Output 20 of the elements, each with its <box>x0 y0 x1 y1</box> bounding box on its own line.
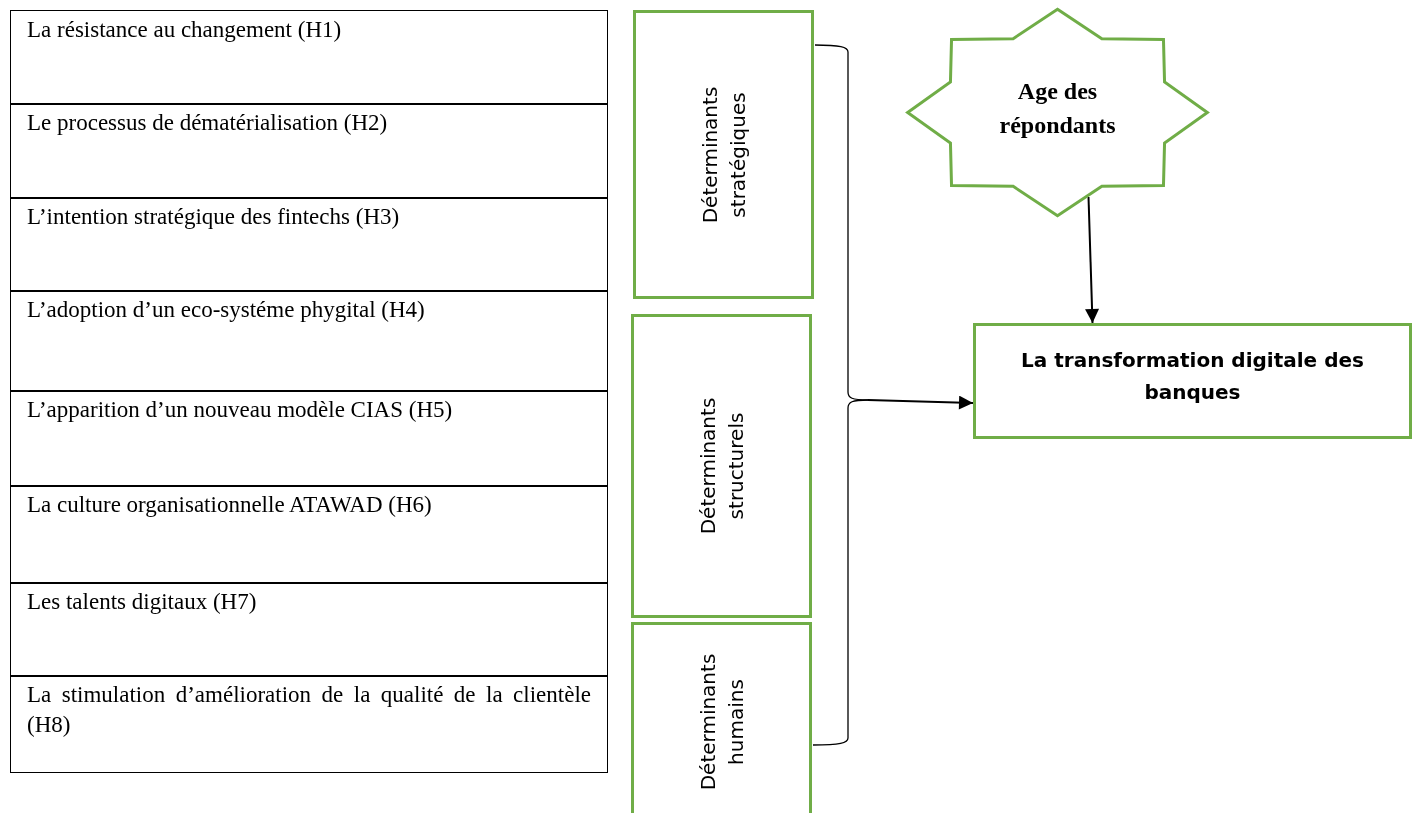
node-label: La transformation digitale des banques <box>1020 347 1365 406</box>
table-cell-text: La résistance au changement (H1) <box>10 10 608 105</box>
node-label: Déterminants humains <box>694 652 749 793</box>
table-cell-text: Les talents digitaux (H7) <box>10 582 608 677</box>
determinant-box <box>631 622 812 813</box>
arrow <box>1085 196 1100 324</box>
determinant-box <box>633 10 814 299</box>
table-cell-text: L’apparition d’un nouveau modèle CIAS (H5) <box>10 390 608 487</box>
node-label: Déterminants structurels <box>694 396 749 537</box>
table-cell-text: La culture organisationnelle ATAWAD (H6) <box>10 485 608 584</box>
determinant-box <box>631 314 812 618</box>
outcome-box <box>973 323 1412 439</box>
node-label: Déterminants stratégiques <box>696 85 751 225</box>
brace-branch <box>812 399 869 746</box>
table-cell-text: La stimulation d’amélioration de la qualité de la clientèle (H8) <box>10 675 608 773</box>
table-cell-text: Le processus de dématérialisation (H2) <box>10 103 608 199</box>
table-cell-text: L’intention stratégique des fintechs (H3) <box>10 197 608 292</box>
arrow <box>867 395 974 410</box>
node-label: Age des répondants <box>998 77 1117 140</box>
table-cell-text: L’adoption d’un eco-systéme phygital (H4) <box>10 290 608 392</box>
